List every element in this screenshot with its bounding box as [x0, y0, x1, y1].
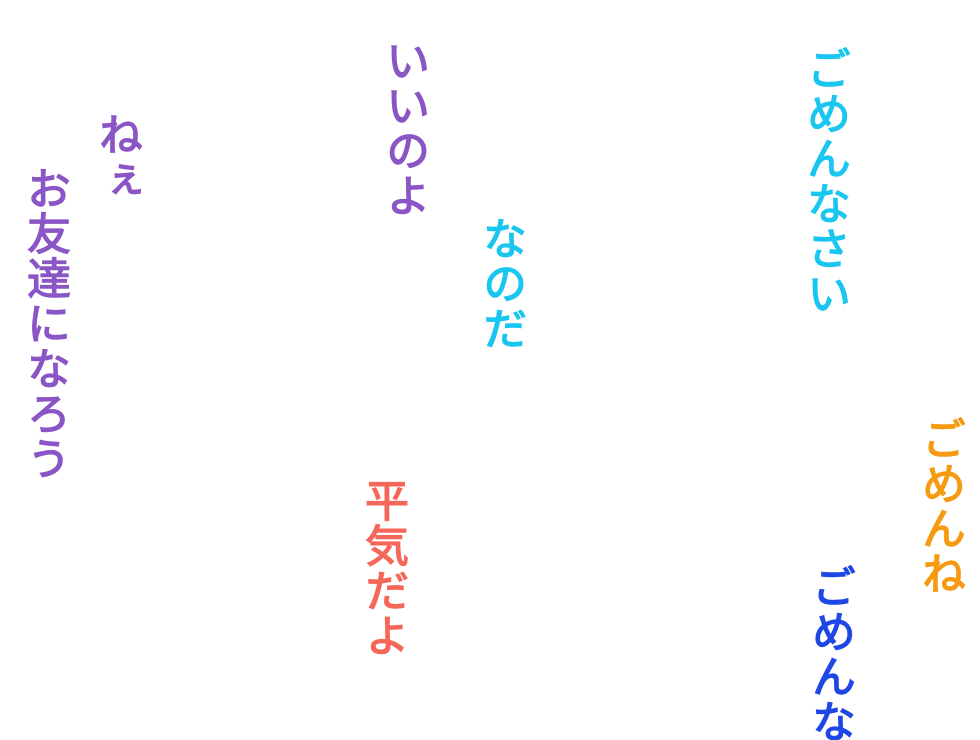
- phrase-otomodachi-ni-narou: お友達になろう: [19, 166, 70, 481]
- phrase-nee: ねぇ: [91, 112, 142, 202]
- phrase-heiki-dayo: 平気だよ: [357, 478, 408, 658]
- phrase-iinoyo: いいのよ: [378, 38, 429, 218]
- phrase-gomennasai: ごめんなさい: [799, 46, 850, 316]
- phrase-gomenne: ごめんね: [914, 416, 965, 596]
- phrase-nanoda: なのだ: [475, 216, 526, 351]
- phrase-gomenna: ごめんな: [804, 564, 855, 740]
